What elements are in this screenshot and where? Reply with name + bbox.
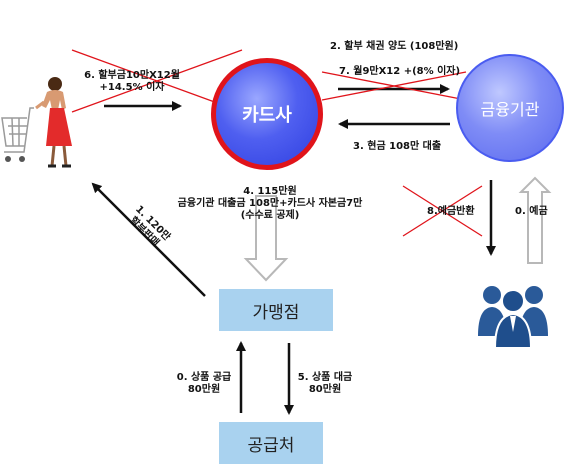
label-line: 4. 115만원 bbox=[243, 186, 297, 197]
hollow-arrow-card-to-merchant bbox=[243, 195, 289, 282]
group-of-people-icon bbox=[474, 280, 552, 352]
label-deposit: 0. 예금 bbox=[515, 206, 548, 217]
card-company-label: 카드사 bbox=[242, 105, 292, 126]
shopper-with-cart-icon bbox=[1, 77, 72, 168]
label-deposit-return: 8.예금반환 bbox=[427, 206, 475, 217]
supplier-label: 공급처 bbox=[247, 435, 295, 456]
label-merchant-to-supplier: 5. 상품 대금 80만원 bbox=[292, 372, 358, 396]
label-line: 0. 상품 공급 bbox=[176, 372, 232, 383]
cross-monthly-repayment bbox=[321, 71, 467, 101]
label-line: +14.5% 이자 bbox=[99, 82, 165, 93]
cross-deposit-return bbox=[402, 185, 483, 237]
label-line: 5. 상품 대금 bbox=[297, 372, 353, 383]
arrow-merchant-to-customer bbox=[91, 182, 206, 297]
merchant-label: 가맹점 bbox=[252, 302, 300, 323]
label-card-to-merchant: 4. 115만원 금융기관 대출금 108만+카드사 자본금7만 (수수료 공제… bbox=[170, 186, 370, 222]
label-customer-to-card: 6. 할부금10만X12월 +14.5% 이자 bbox=[82, 70, 182, 94]
label-bank-to-card: 3. 현금 108만 대출 bbox=[353, 141, 442, 152]
label-line: 80만원 bbox=[308, 384, 342, 395]
label-line: 80만원 bbox=[187, 384, 221, 395]
hollow-arrow-deposit bbox=[518, 176, 552, 264]
label-line: (수수료 공제) bbox=[240, 210, 300, 221]
card-company-node: 카드사 bbox=[211, 58, 323, 170]
label-card-to-bank-2: 7. 월9만X12 +(8% 이자) bbox=[339, 66, 461, 77]
merchant-node: 가맹점 bbox=[219, 289, 333, 331]
bank-node: 금융기관 bbox=[456, 54, 564, 162]
label-card-to-bank-1: 2. 할부 채권 양도 (108만원) bbox=[330, 41, 459, 52]
label-line: 6. 할부금10만X12월 bbox=[84, 70, 180, 81]
bank-label: 금융기관 bbox=[480, 100, 540, 119]
supplier-node: 공급처 bbox=[219, 422, 323, 464]
label-supplier-to-merchant: 0. 상품 공급 80만원 bbox=[170, 372, 238, 396]
label-line: 금융기관 대출금 108만+카드사 자본금7만 bbox=[177, 198, 363, 209]
